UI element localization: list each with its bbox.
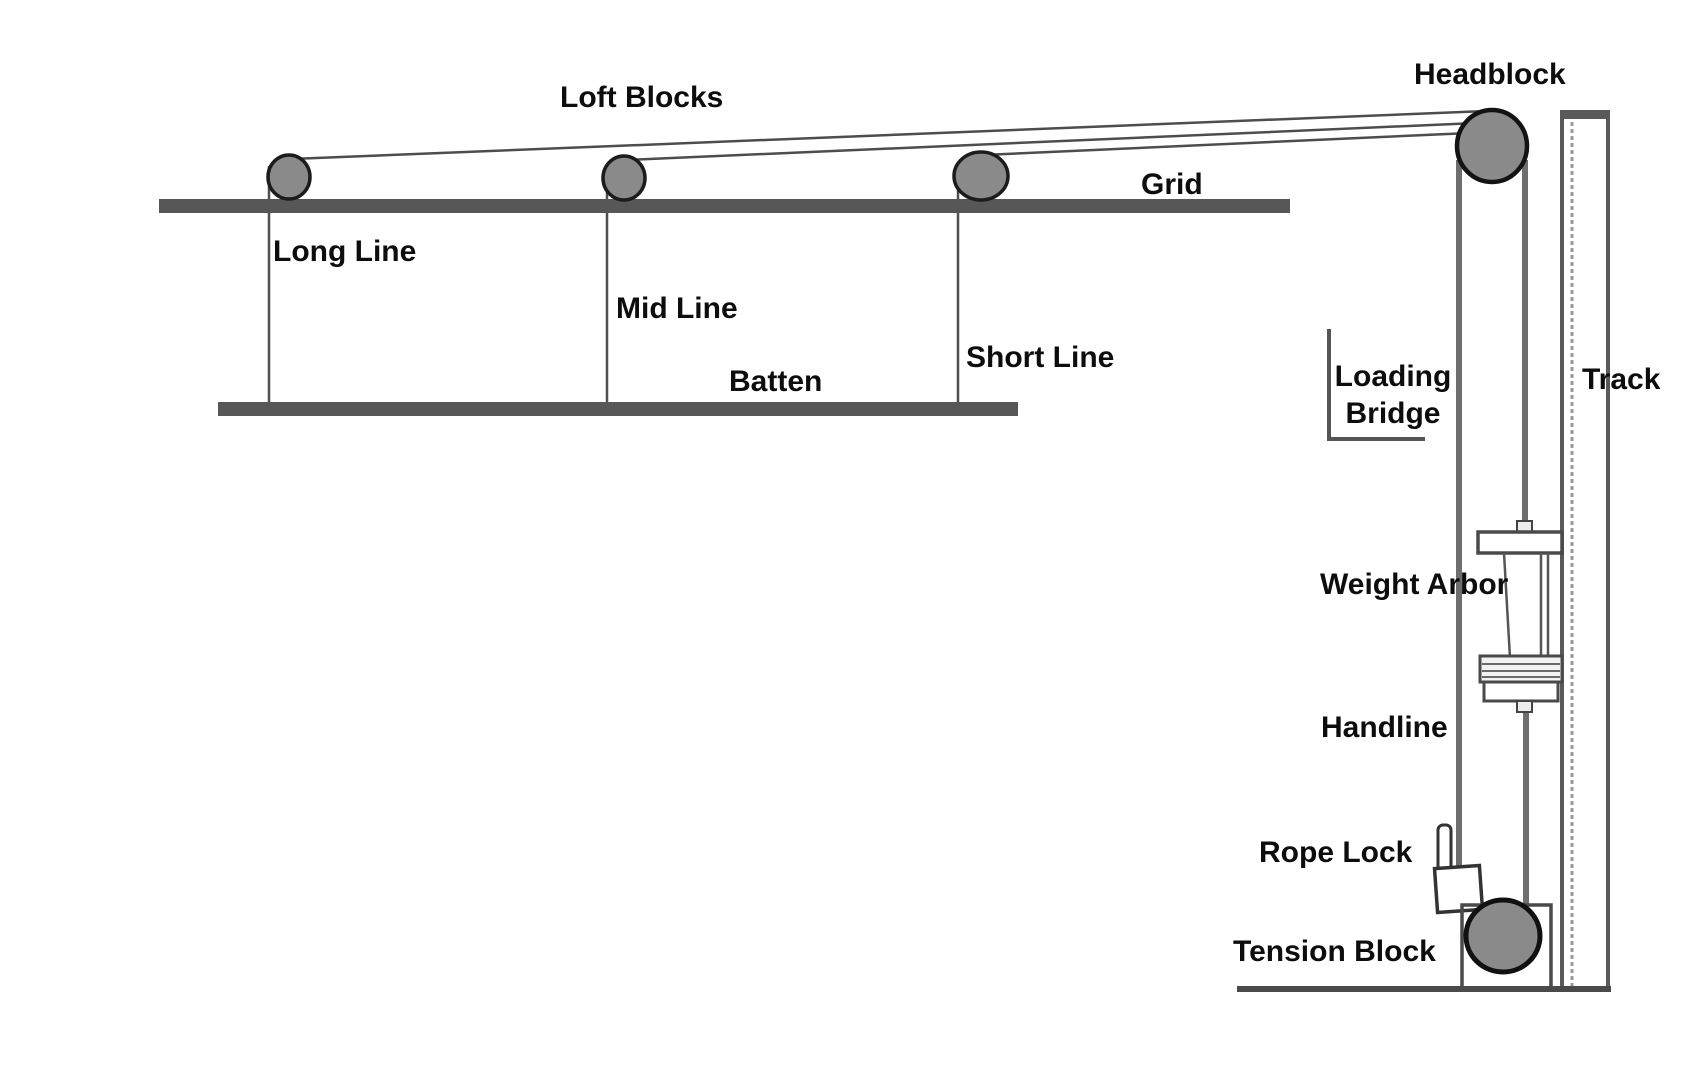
- track-top-cap: [1560, 110, 1610, 119]
- loft-block-pulley-3: [952, 150, 1010, 202]
- label-weight-arbor: Weight Arbor: [1320, 568, 1509, 601]
- track-rail: [1560, 111, 1610, 992]
- arbor-weight-stack: [1478, 654, 1564, 684]
- label-short-line: Short Line: [966, 341, 1115, 374]
- label-mid-line: Mid Line: [616, 292, 738, 325]
- label-grid: Grid: [1141, 168, 1203, 201]
- weight-arbor-assembly: [1476, 520, 1564, 713]
- lift-line-ropes: [290, 109, 1488, 162]
- loft-block-pulley-1: [266, 153, 312, 201]
- rope-mid-line: [625, 121, 1478, 162]
- batten-bar: [218, 402, 1018, 416]
- arbor-bottom-bar: [1482, 680, 1560, 703]
- rope-lock-body: [1432, 863, 1485, 915]
- label-handline: Handline: [1321, 711, 1448, 744]
- label-loading-bridge: Loading Bridge: [1334, 360, 1452, 430]
- label-batten: Batten: [729, 365, 823, 398]
- rope-short-line: [982, 131, 1471, 157]
- loft-block-pulley-2: [601, 154, 647, 202]
- label-headblock: Headblock: [1414, 58, 1566, 91]
- label-long-line: Long Line: [273, 235, 417, 268]
- label-tension-block: Tension Block: [1233, 935, 1436, 968]
- rope-lock-handle: [1436, 823, 1453, 874]
- arbor-rod-left: [1502, 552, 1512, 659]
- label-rope-lock: Rope Lock: [1259, 836, 1413, 869]
- loading-bridge-bracket: [1327, 329, 1425, 441]
- rope-lock-device: [1432, 823, 1485, 915]
- headblock-pulley: [1454, 107, 1530, 185]
- label-loft-blocks: Loft Blocks: [560, 81, 724, 114]
- grid-bar: [159, 199, 1290, 213]
- arbor-top-bar: [1476, 530, 1564, 555]
- tension-block-pulley: [1463, 897, 1543, 975]
- rope-long-line: [290, 109, 1488, 161]
- arbor-bottom-connector: [1516, 700, 1533, 713]
- label-track: Track: [1582, 363, 1661, 396]
